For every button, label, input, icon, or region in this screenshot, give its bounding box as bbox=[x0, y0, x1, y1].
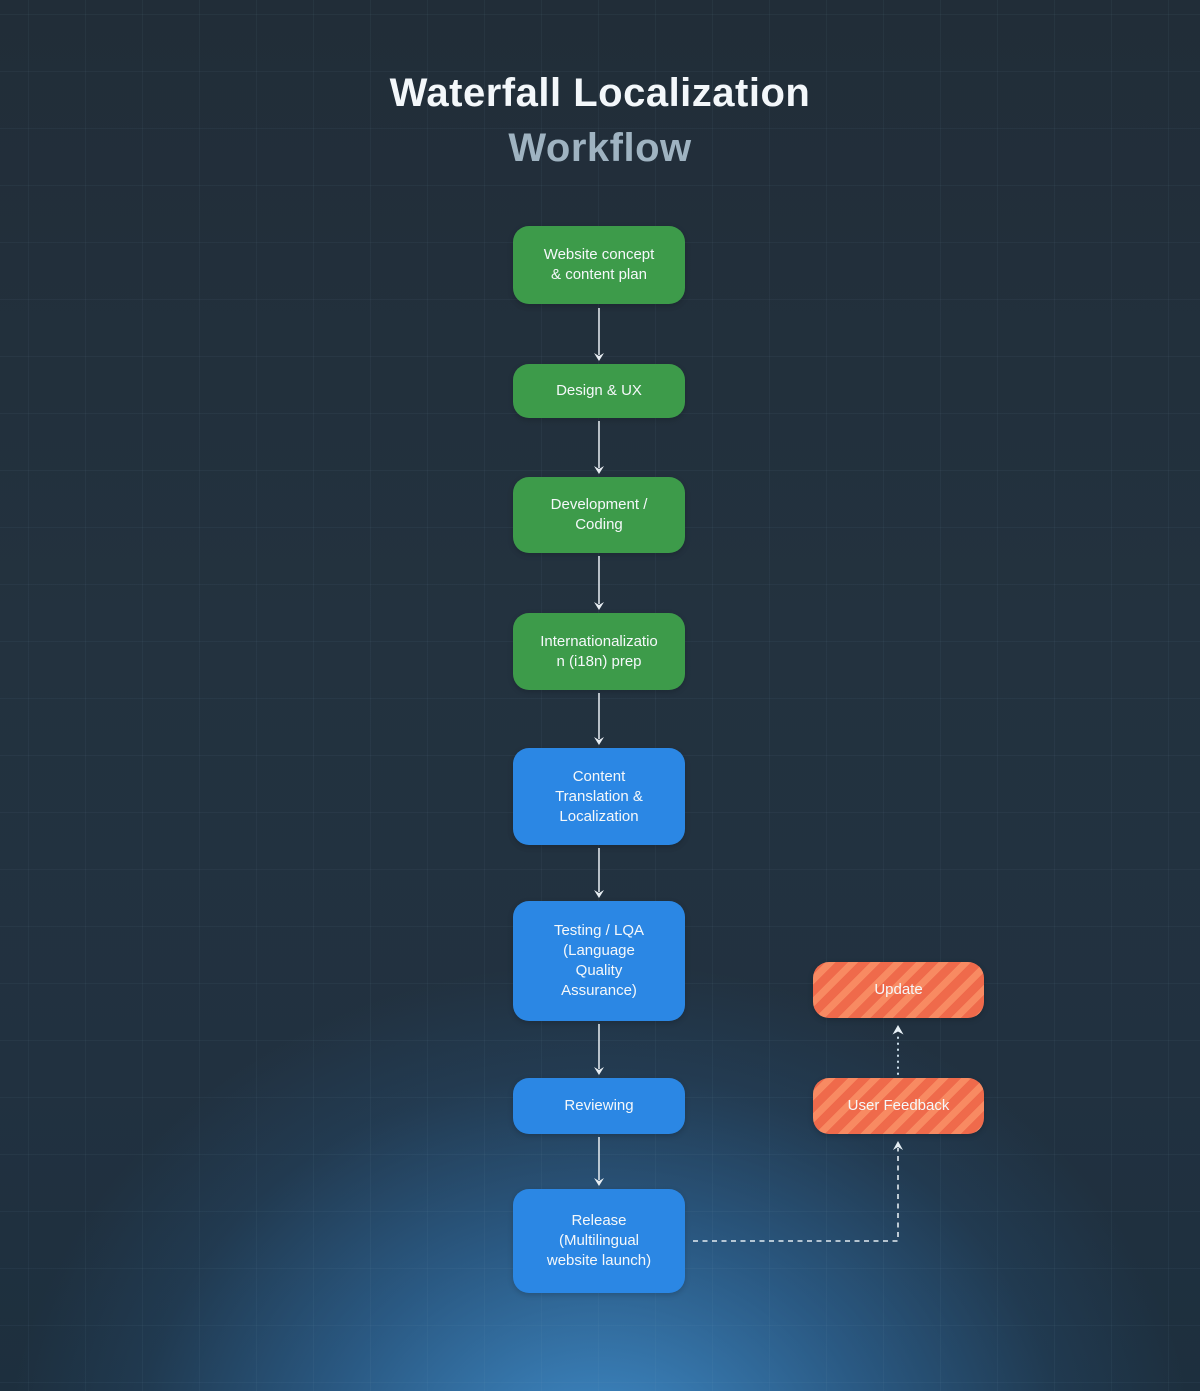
flow-node-release: Release (Multilingual website launch) bbox=[513, 1189, 685, 1293]
user-feedback-to-update-connector bbox=[892, 1025, 904, 1075]
flow-arrow-1 bbox=[594, 308, 604, 361]
flow-arrow-3 bbox=[594, 556, 604, 610]
flow-node-website-concept: Website concept & content plan bbox=[513, 226, 685, 304]
flow-node-label: Website concept & content plan bbox=[543, 246, 655, 283]
flow-arrow-7 bbox=[594, 1137, 604, 1186]
flow-arrow-6 bbox=[594, 1024, 604, 1075]
feedback-node-user-feedback: User Feedback bbox=[813, 1078, 984, 1134]
flow-node-label: Release (Multilingual website launch) bbox=[546, 1212, 652, 1269]
page-title-line2: Workflow bbox=[508, 126, 692, 170]
flow-node-design-ux: Design & UX bbox=[513, 364, 685, 418]
flow-node-development-coding: Development / Coding bbox=[513, 477, 685, 553]
page-title-line1: Waterfall Localization bbox=[389, 71, 811, 115]
flow-node-testing-lqa: Testing / LQA (Language Quality Assuranc… bbox=[513, 901, 685, 1021]
flow-node-reviewing: Reviewing bbox=[513, 1078, 685, 1134]
page-title: Waterfall Localization Workflow bbox=[0, 66, 1200, 176]
flow-arrow-4 bbox=[594, 693, 604, 745]
feedback-node-label: Update bbox=[874, 981, 923, 998]
release-to-user-feedback-connector bbox=[693, 1141, 903, 1242]
flow-node-label: Design & UX bbox=[556, 382, 642, 399]
flow-node-label: Testing / LQA (Language Quality Assuranc… bbox=[553, 922, 645, 999]
flow-node-label: Content Translation & Localization bbox=[555, 767, 643, 825]
flow-arrow-5 bbox=[594, 848, 604, 898]
flow-node-label: Reviewing bbox=[564, 1097, 634, 1114]
flow-node-label: Internationalization (i18n) prep bbox=[540, 632, 658, 670]
flow-node-i18n-prep: Internationalization (i18n) prep bbox=[513, 613, 685, 690]
flow-node-label: Development / Coding bbox=[550, 496, 648, 533]
flow-node-content-translation: Content Translation & Localization bbox=[513, 748, 685, 845]
feedback-node-label: User Feedback bbox=[847, 1097, 950, 1114]
feedback-node-update: Update bbox=[813, 962, 984, 1018]
flow-arrow-2 bbox=[594, 421, 604, 474]
